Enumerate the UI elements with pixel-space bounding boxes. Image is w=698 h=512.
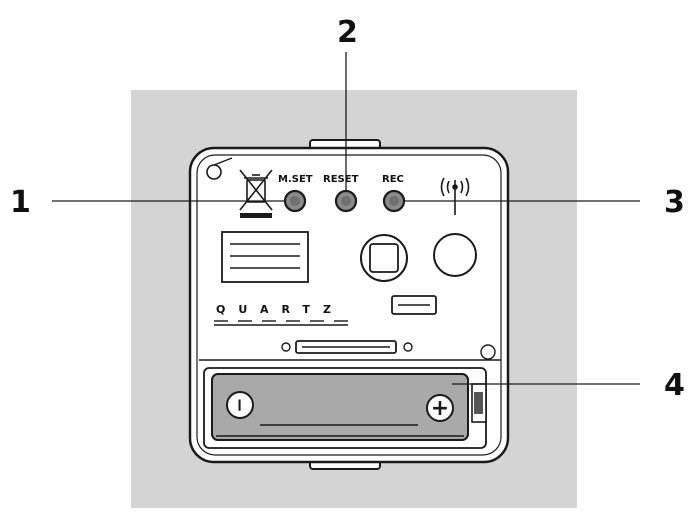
movement-housing-inner-rim bbox=[196, 154, 502, 456]
mset-button[interactable] bbox=[283, 189, 307, 213]
battery-plus-symbol: + bbox=[431, 396, 449, 421]
alignment-knob bbox=[433, 233, 477, 277]
callout-4: 4 bbox=[664, 368, 685, 403]
battery-minus-symbol: − bbox=[229, 397, 250, 412]
battery-minus-ring bbox=[226, 391, 254, 419]
mset-button-label: M.SET bbox=[278, 174, 313, 185]
rec-button[interactable] bbox=[382, 189, 406, 213]
battery-latch-hole bbox=[480, 344, 496, 360]
radio-signal-icon bbox=[440, 177, 470, 215]
brand-underlines bbox=[214, 320, 348, 326]
rec-button-label: REC bbox=[382, 174, 404, 185]
callout-1: 1 bbox=[10, 185, 31, 220]
hand-shaft bbox=[360, 234, 408, 282]
label-sticker bbox=[221, 231, 309, 283]
callout-2: 2 bbox=[337, 15, 358, 50]
reset-button[interactable] bbox=[334, 189, 358, 213]
callout-3: 3 bbox=[664, 185, 685, 220]
aa-battery bbox=[211, 373, 469, 441]
small-slot bbox=[391, 295, 437, 315]
hanger-hole bbox=[206, 157, 233, 180]
reset-button-label: RESET bbox=[323, 174, 359, 185]
weee-crossed-bin-icon bbox=[239, 169, 273, 218]
brand-label: QUARTZ bbox=[216, 303, 344, 316]
battery-plus-ring bbox=[426, 394, 454, 422]
long-slot bbox=[281, 340, 413, 354]
battery-spring-contact bbox=[471, 383, 487, 423]
